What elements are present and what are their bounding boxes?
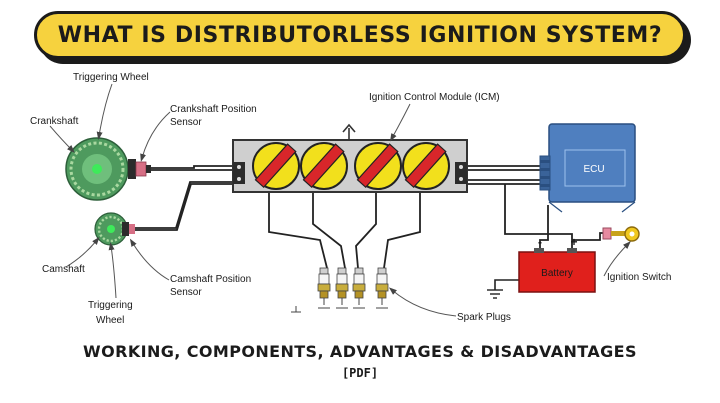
coil-pack-3: [354, 142, 402, 190]
title-banner: WHAT IS DISTRIBUTORLESS IGNITION SYSTEM?: [34, 11, 686, 59]
camshaft-position-sensor: [122, 222, 135, 236]
spark-plug-3: [352, 267, 366, 309]
battery: Battery - +: [518, 235, 596, 293]
spark-plug-2: [335, 267, 349, 309]
ignition-switch: [602, 226, 640, 242]
footer-pdf-tag: [PDF]: [341, 366, 379, 380]
leader-lines: [49, 83, 631, 317]
icm-label: Ignition Control Module (ICM): [369, 92, 500, 103]
ignition-switch-label: Ignition Switch: [607, 272, 671, 283]
crankshaft-position-sensor: [128, 159, 151, 179]
spark-plug-ground-marks: [291, 306, 301, 313]
spark-plug-4: [375, 267, 389, 309]
footer-subtitle: WORKING, COMPONENTS, ADVANTAGES & DISADV…: [83, 342, 637, 361]
ecu-unit: ECU: [539, 123, 636, 213]
crankshaft-sensor-label-line1: Crankshaft Position: [170, 104, 257, 115]
coil-pack-4: [402, 142, 450, 190]
crankshaft-triggering-wheel: [65, 137, 129, 201]
camshaft-sensor-label-line1: Camshaft Position: [170, 274, 251, 285]
spark-plugs-label: Spark Plugs: [457, 312, 511, 323]
spark-plug-1: [317, 267, 331, 309]
crankshaft-sensor-label-line2: Sensor: [170, 117, 202, 128]
ground-symbol: [487, 289, 503, 299]
page-title: WHAT IS DISTRIBUTORLESS IGNITION SYSTEM?: [57, 22, 663, 48]
triggering-wheel-bottom-label-line2: Wheel: [96, 315, 124, 326]
camshaft-sensor-label-line2: Sensor: [170, 287, 202, 298]
triggering-wheel-bottom-label-line1: Triggering: [88, 300, 133, 311]
coil-pack-1: [252, 142, 300, 190]
battery-negative-terminal: -: [538, 235, 542, 249]
ecu-label: ECU: [583, 164, 604, 175]
battery-label: Battery: [541, 268, 573, 279]
battery-positive-terminal: +: [570, 235, 577, 249]
camshaft-label: Camshaft: [42, 264, 85, 275]
crankshaft-label: Crankshaft: [30, 116, 79, 127]
triggering-wheel-top-label: Triggering Wheel: [73, 72, 149, 83]
coil-pack-2: [300, 142, 348, 190]
